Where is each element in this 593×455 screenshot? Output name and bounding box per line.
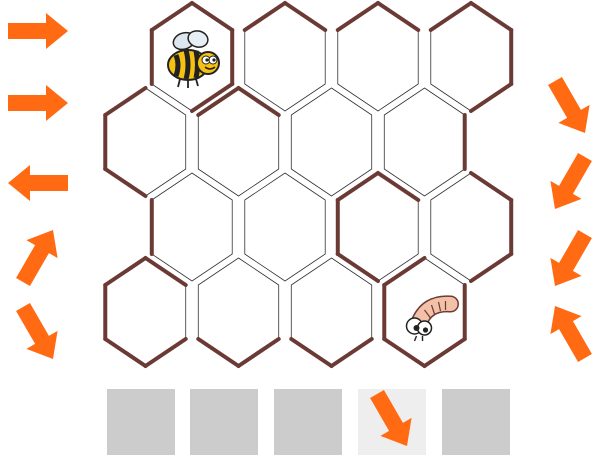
arrow-right-2-button[interactable]: [8, 85, 68, 121]
right-arrow-palette: [539, 72, 593, 367]
arrow-down-right-button[interactable]: [539, 72, 593, 142]
hive-cell: [384, 88, 464, 196]
hive-cell: [338, 3, 418, 111]
program-bar: [107, 385, 510, 455]
program-slot-3[interactable]: [274, 389, 342, 455]
arrow-down-left-button[interactable]: [539, 148, 593, 218]
arrow-down-right-button[interactable]: [7, 298, 68, 368]
program-slot-4[interactable]: [358, 385, 426, 455]
arrow-down-left-2-button[interactable]: [539, 225, 593, 295]
hive-cell: [198, 258, 278, 366]
hive-cell: [291, 258, 371, 366]
arrow-right-button[interactable]: [8, 13, 68, 49]
hive-cell: [291, 88, 371, 196]
arrow-up-left-button[interactable]: [539, 297, 593, 367]
hive-cell: [152, 173, 232, 281]
arrow-up-right-button[interactable]: [7, 221, 68, 291]
left-arrow-palette: [7, 13, 68, 368]
hive-cell: [105, 258, 185, 366]
hive-cell: [431, 3, 511, 111]
hive-cell: [105, 88, 185, 196]
hive-cell: [245, 173, 325, 281]
program-slot-5[interactable]: [442, 389, 510, 455]
hive-cell: [198, 88, 278, 196]
hive-cell: [245, 3, 325, 111]
hive-cell: [431, 173, 511, 281]
program-slot-1[interactable]: [107, 389, 175, 455]
hive-cell: [338, 173, 418, 281]
program-slot-2[interactable]: [190, 389, 258, 455]
arrow-left-button[interactable]: [8, 165, 68, 201]
